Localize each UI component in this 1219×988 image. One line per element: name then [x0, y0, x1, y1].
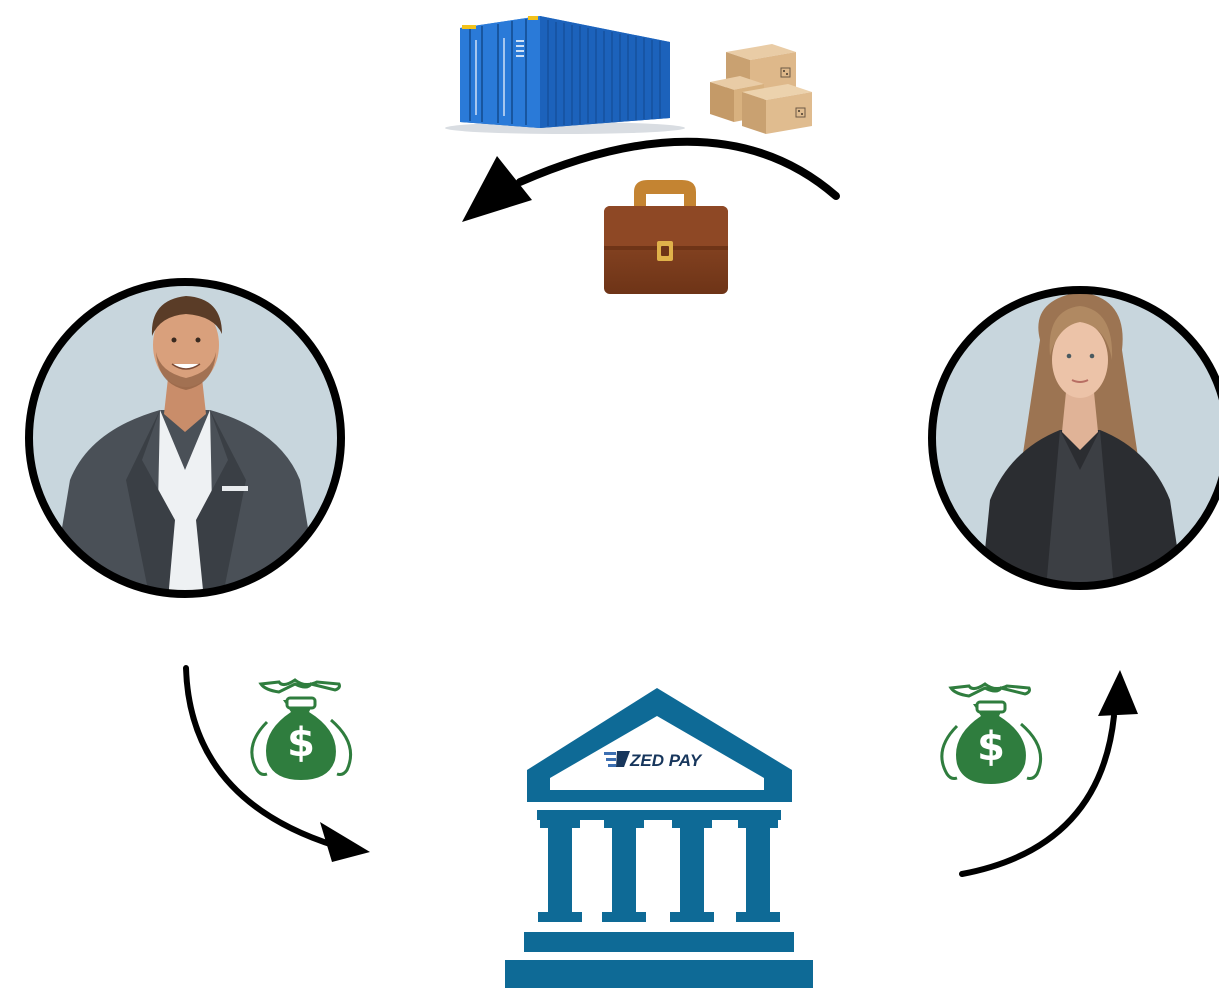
- businessman-avatar: [25, 278, 345, 598]
- shipping-container-icon: [445, 16, 685, 134]
- bank-brand-name: ZED PAY: [629, 751, 703, 770]
- bank-building-icon: [505, 688, 813, 988]
- briefcase-icon: [604, 180, 728, 294]
- svg-text:$: $: [287, 720, 315, 766]
- money-bag-icon: $: [250, 678, 352, 780]
- zed-pay-logo: ZED PAY: [604, 751, 703, 770]
- payment-arrow-to-bank: [183, 665, 370, 862]
- zed-pay-logo-mark-icon: [604, 751, 630, 767]
- goods-flow-arrow: [462, 137, 840, 222]
- businesswoman-avatar: [928, 286, 1219, 590]
- money-bag-icon: $: [940, 682, 1042, 784]
- payment-arrow-to-seller: [959, 670, 1138, 877]
- cardboard-boxes-icon: [710, 44, 812, 134]
- svg-text:$: $: [977, 724, 1005, 770]
